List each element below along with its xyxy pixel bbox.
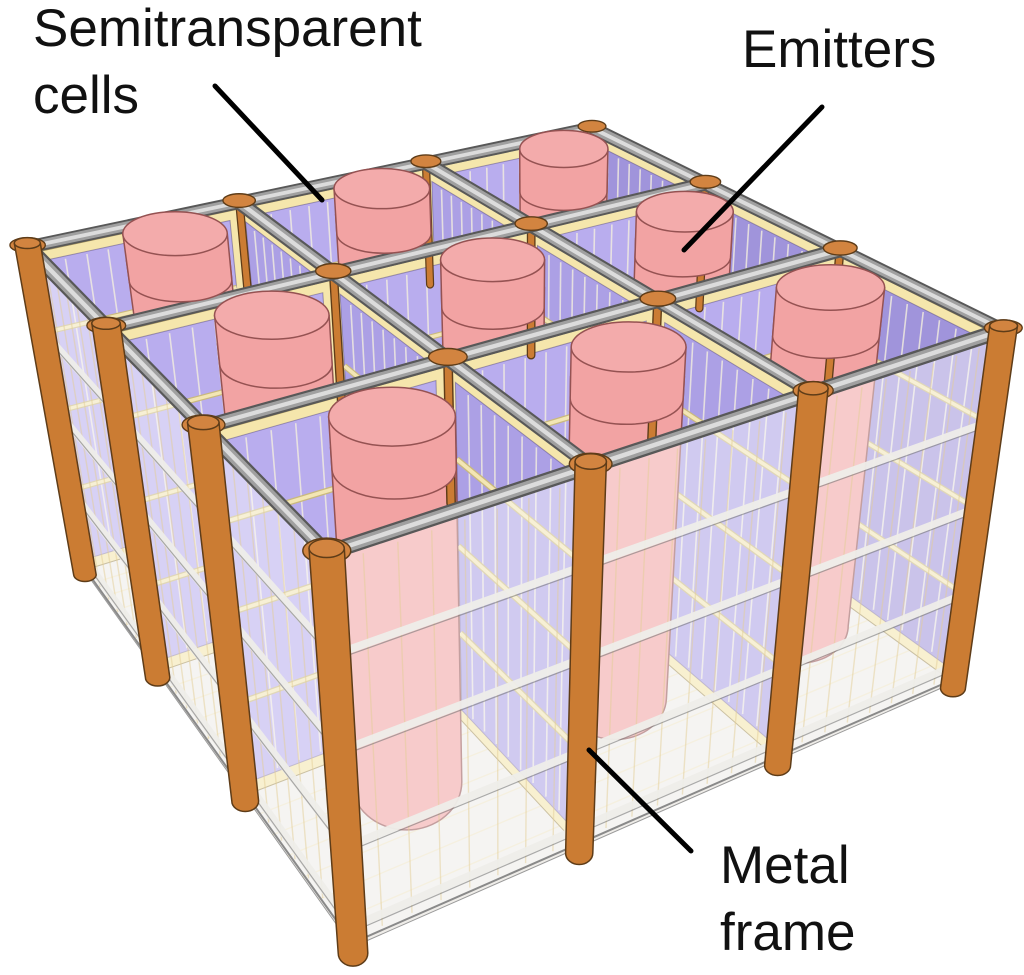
label-line: Semitransparent — [33, 0, 422, 58]
post-cap — [427, 347, 468, 367]
top-rail — [324, 322, 1006, 561]
emitter-top — [634, 190, 734, 278]
label-line: Metal — [720, 836, 850, 895]
emitter-tops — [122, 129, 886, 500]
post-cap — [314, 262, 352, 280]
top-rails-back — [26, 119, 1007, 472]
label-line: Emitters — [742, 20, 937, 79]
top-rail — [104, 176, 707, 335]
label-line: cells — [33, 66, 140, 125]
label-emitters: Emitters — [742, 16, 936, 83]
label-metal-frame: Metal frame — [720, 832, 855, 966]
post-cap — [222, 193, 257, 209]
top-rail — [234, 196, 596, 472]
post-cap — [514, 216, 549, 232]
metal-post — [91, 316, 171, 687]
top-rail — [22, 241, 333, 559]
post-cap — [822, 240, 858, 256]
metal-post — [13, 236, 97, 583]
metal-post — [564, 452, 608, 866]
emitter-top — [333, 167, 432, 254]
label-line: frame — [720, 903, 856, 962]
emitter-top — [518, 129, 609, 212]
post-cap — [689, 174, 722, 189]
metal-post — [763, 380, 829, 777]
leader-line-frame — [586, 747, 694, 854]
metal-posts — [13, 236, 1019, 967]
top-rail — [201, 242, 843, 435]
metal-post — [939, 319, 1019, 698]
leader-lines — [212, 83, 825, 854]
emitter-top — [327, 386, 458, 500]
top-rail — [422, 156, 817, 399]
cell-panel — [642, 306, 813, 761]
emitter-top — [122, 211, 233, 303]
leader-line-emitters — [681, 104, 825, 253]
post-cap — [410, 154, 442, 169]
post-cap — [577, 119, 607, 133]
emitter-top — [771, 263, 886, 360]
post-cap — [639, 290, 677, 307]
leader-line-cells — [212, 83, 325, 203]
emitter-top — [439, 237, 546, 330]
metal-post — [308, 538, 369, 967]
top-rail — [588, 121, 1007, 337]
label-semitransparent-cells: Semitransparent cells — [33, 0, 422, 129]
glass-panel — [325, 470, 593, 944]
emitter-top — [569, 321, 687, 426]
metal-post — [186, 414, 260, 813]
emitter-top — [213, 290, 333, 389]
